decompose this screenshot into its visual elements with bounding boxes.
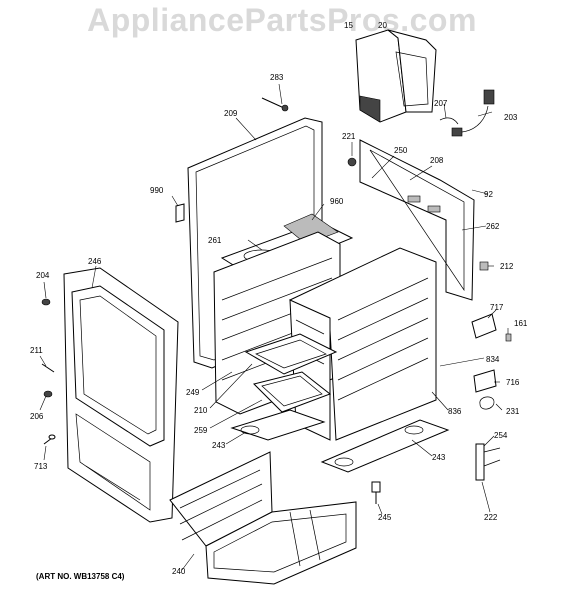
callout-240: 240 bbox=[172, 567, 186, 576]
callout-15: 15 bbox=[344, 21, 353, 30]
callout-221: 221 bbox=[342, 132, 356, 141]
callout-834: 834 bbox=[486, 355, 500, 364]
callout-283: 283 bbox=[270, 73, 284, 82]
part-broil-pan-259 bbox=[253, 371, 332, 413]
callout-261: 261 bbox=[208, 236, 222, 245]
callout-92: 92 bbox=[484, 190, 493, 199]
part-bolt-245 bbox=[371, 481, 381, 504]
callout-713: 713 bbox=[34, 462, 48, 471]
callout-161: 161 bbox=[514, 319, 528, 328]
part-bracket-990 bbox=[175, 203, 185, 223]
part-duct-assembly bbox=[355, 29, 437, 123]
callout-717: 717 bbox=[490, 303, 504, 312]
part-screw-283 bbox=[261, 97, 289, 112]
watermark: AppliancePartsPros.com bbox=[87, 2, 477, 38]
art-number: (ART NO. WB13758 C4) bbox=[36, 572, 125, 581]
part-door-246 bbox=[63, 267, 179, 523]
callout-222: 222 bbox=[484, 513, 498, 522]
callout-210: 210 bbox=[194, 406, 208, 415]
part-controls-right bbox=[471, 313, 512, 410]
callout-960: 960 bbox=[330, 197, 344, 206]
callout-254: 254 bbox=[494, 431, 508, 440]
callout-labels: 15 20 283 209 221 250 208 207 203 990 96… bbox=[30, 21, 528, 576]
part-fasteners-left bbox=[41, 298, 56, 445]
callout-211: 211 bbox=[30, 346, 43, 355]
part-igniter-222 bbox=[475, 443, 501, 481]
callout-243-right: 243 bbox=[432, 453, 446, 462]
callout-207: 207 bbox=[434, 99, 448, 108]
part-clip-212 bbox=[479, 261, 489, 271]
part-drawer-240 bbox=[169, 451, 357, 585]
callout-206: 206 bbox=[30, 412, 44, 421]
callout-990: 990 bbox=[150, 186, 164, 195]
callout-716: 716 bbox=[506, 378, 520, 387]
leader-lines bbox=[39, 83, 509, 571]
callout-259: 259 bbox=[194, 426, 208, 435]
part-oven-rack-210 bbox=[244, 333, 338, 375]
callout-212: 212 bbox=[500, 262, 514, 271]
callout-836: 836 bbox=[448, 407, 462, 416]
callout-20: 20 bbox=[378, 21, 387, 30]
callout-231: 231 bbox=[506, 407, 520, 416]
callout-246: 246 bbox=[88, 257, 102, 266]
callout-203: 203 bbox=[504, 113, 518, 122]
part-wire-harness bbox=[439, 89, 495, 137]
callout-204: 204 bbox=[36, 271, 50, 280]
part-back-panel-208 bbox=[359, 139, 475, 301]
part-burner-cover-left bbox=[230, 409, 326, 441]
callout-208: 208 bbox=[430, 156, 444, 165]
callout-209: 209 bbox=[224, 109, 238, 118]
callout-250: 250 bbox=[394, 146, 408, 155]
callout-262: 262 bbox=[486, 222, 500, 231]
part-screw-221 bbox=[347, 157, 357, 167]
callout-243-left: 243 bbox=[212, 441, 226, 450]
callout-245: 245 bbox=[378, 513, 392, 522]
part-burner-cover-right bbox=[320, 419, 450, 473]
callout-249: 249 bbox=[186, 388, 200, 397]
